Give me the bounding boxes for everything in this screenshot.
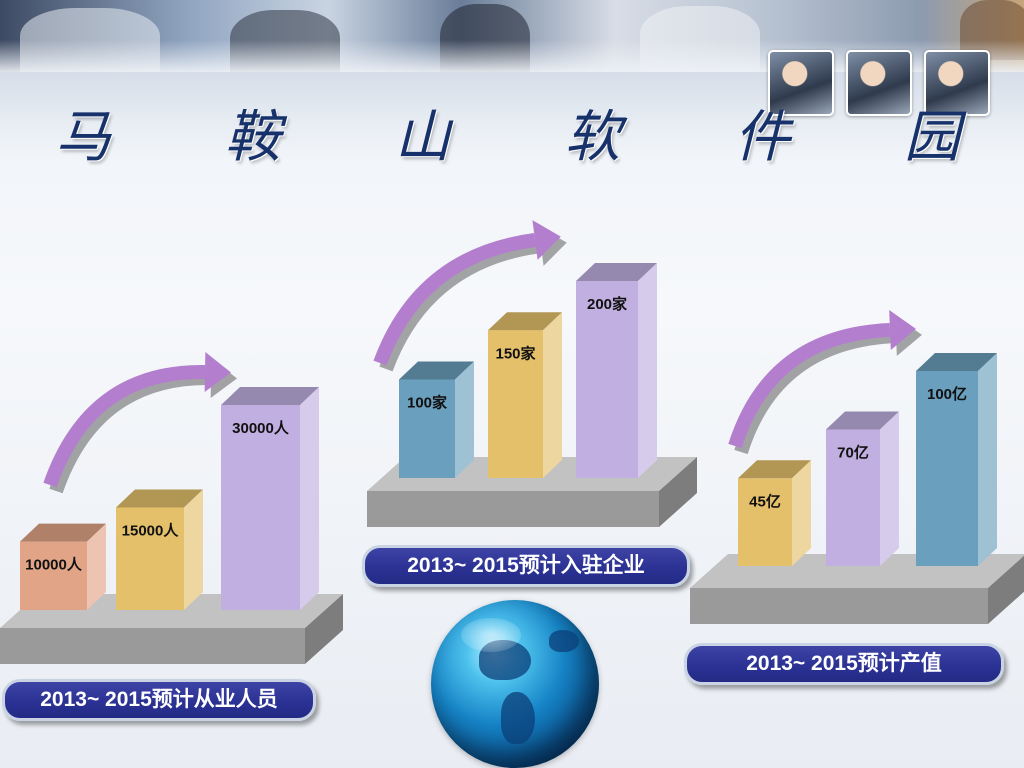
chart-2-bar-2-label: 150家 — [495, 344, 535, 362]
chart-2-bar-2-side — [543, 312, 562, 478]
chart-1-bar-1-label: 10000人 — [25, 557, 83, 574]
chart-1-bar-1-front — [20, 541, 87, 610]
chart-3-bar-1-label: 45亿 — [749, 492, 781, 510]
chart-1-title: 2013~ 2015预计从业人员 — [2, 679, 316, 721]
chart-1-platform-front — [0, 628, 305, 664]
trend-arrow-icon — [532, 220, 561, 260]
chart-2-bar-3-front — [576, 281, 638, 478]
chart-1-bar-2-top — [116, 489, 203, 508]
chart-1-arrow-shaft — [43, 364, 206, 488]
page-title: 马 鞍 山 软 件 园 — [55, 105, 1009, 170]
trend-arrow-icon — [889, 310, 916, 350]
chart-1-bar-3-label: 30000人 — [232, 420, 290, 437]
chart-1-bar-3-side — [300, 386, 319, 610]
chart-2-bar-3-side — [638, 262, 657, 478]
chart-2-bar-1-side — [455, 361, 474, 478]
chart-3-bar-3-front — [916, 371, 978, 566]
chart-3-bar-2-side — [880, 411, 899, 566]
chart-2-bar-1-front — [399, 379, 455, 478]
chart-1-platform-side — [305, 594, 343, 664]
photo-thumb-icon — [768, 50, 834, 116]
chart-3-bar-1-front — [738, 478, 792, 566]
photo-thumb-icon — [924, 50, 990, 116]
chart-3-bar-1-top — [738, 460, 811, 479]
chart-1-bar-3-top — [221, 386, 319, 405]
chart-2-title: 2013~ 2015预计入驻企业 — [362, 545, 690, 587]
chart-1-bar-2-label: 15000人 — [122, 523, 180, 540]
trend-arrow-icon — [204, 352, 231, 392]
photo-thumb-icon — [846, 50, 912, 116]
chart-1-bar-2-front — [116, 507, 184, 610]
chart-3-bar-3-top — [916, 352, 997, 371]
chart-2-bar-1-top — [399, 361, 474, 380]
chart-3-bar-2-front — [826, 429, 880, 566]
chart-2-bar-1-label: 100家 — [407, 394, 447, 412]
chart-2-bar-3-top — [576, 262, 657, 281]
chart-2-bar-2-top — [488, 312, 562, 331]
chart-2-arrow-shaft — [373, 233, 536, 366]
photo-thumbnails — [768, 50, 990, 116]
chart-2-platform-front — [367, 491, 659, 527]
chart-1-bar-2-side — [184, 489, 203, 610]
chart-3-bar-2-top — [826, 411, 899, 430]
chart-3-title: 2013~ 2015预计产值 — [684, 643, 1004, 685]
chart-3-platform-side — [988, 555, 1024, 624]
chart-1-bar-1-top — [20, 523, 106, 542]
globe-icon — [431, 600, 599, 768]
chart-2-bar-3-label: 200家 — [587, 295, 627, 313]
chart-3-bar-3-side — [978, 352, 997, 566]
chart-3-bar-3-label: 100亿 — [927, 385, 967, 403]
chart-3-platform-front — [690, 588, 988, 624]
chart-2-arrow-shadow — [379, 239, 542, 372]
chart-2-bar-2-front — [488, 330, 543, 478]
chart-1-bar-1-side — [87, 523, 106, 610]
chart-3-bar-2-label: 70亿 — [837, 444, 869, 462]
chart-2-platform-side — [659, 457, 697, 527]
chart-3-bar-1-side — [792, 460, 811, 566]
chart-1-bar-3-front — [221, 405, 300, 610]
chart-3-arrow-shaft — [728, 323, 891, 449]
